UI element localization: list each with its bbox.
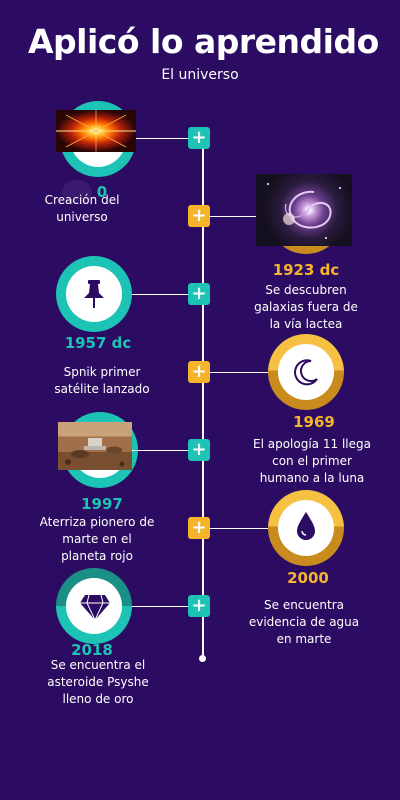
event-6-year: 2018 bbox=[71, 641, 113, 659]
event-1-year: 1923 dc bbox=[272, 261, 340, 279]
event-4-expand-button[interactable]: + bbox=[188, 439, 210, 461]
event-3-ring bbox=[268, 334, 344, 410]
page-subtitle: El universo bbox=[161, 67, 239, 83]
event-2-connector bbox=[132, 294, 188, 295]
event-3-year: 1969 bbox=[293, 413, 335, 431]
event-4-description: Aterriza pionero de marte en el planeta … bbox=[39, 515, 155, 563]
spiral-galaxy-photo bbox=[256, 174, 352, 246]
event-3-expand-button[interactable]: + bbox=[188, 361, 210, 383]
event-0-expand-button[interactable]: + bbox=[188, 127, 210, 149]
event-3-description: El apología 11 llega con el primer human… bbox=[253, 437, 371, 485]
mars-rover-photo bbox=[58, 422, 132, 470]
event-3-connector bbox=[210, 372, 268, 373]
event-0-shadow bbox=[62, 180, 92, 204]
event-2-expand-button[interactable]: + bbox=[188, 283, 210, 305]
moon-icon bbox=[291, 357, 321, 391]
event-6-description: Se encuentra el asteroide Psyshe lleno d… bbox=[47, 658, 149, 706]
event-2-year: 1957 dc bbox=[64, 334, 132, 352]
pushpin-icon bbox=[80, 279, 108, 313]
timeline-line bbox=[202, 138, 204, 660]
event-1-description: Se descubren galaxias fuera de la vía la… bbox=[254, 283, 358, 331]
event-1-expand-button[interactable]: + bbox=[188, 205, 210, 227]
event-6-connector bbox=[132, 606, 188, 607]
big-bang-photo bbox=[56, 110, 136, 152]
event-1-connector bbox=[210, 216, 256, 217]
timeline-end-dot bbox=[199, 655, 206, 662]
event-4-year: 1997 bbox=[81, 495, 123, 513]
event-5-connector bbox=[210, 528, 268, 529]
event-5-description: Se encuentra evidencia de agua en marte bbox=[248, 598, 360, 646]
event-5-expand-button[interactable]: + bbox=[188, 517, 210, 539]
event-5-year: 2000 bbox=[287, 569, 329, 587]
event-2-description: Spnik primer satélite lanzado bbox=[54, 365, 150, 396]
water-drop-icon bbox=[295, 511, 317, 545]
event-4-connector bbox=[132, 450, 188, 451]
event-0-description: Creación del universo bbox=[44, 193, 120, 224]
event-0-year: 0 bbox=[96, 183, 108, 201]
event-0-connector bbox=[136, 138, 188, 139]
event-6-expand-button[interactable]: + bbox=[188, 595, 210, 617]
page-title: Aplicó lo aprendido bbox=[28, 22, 379, 61]
diamond-icon bbox=[79, 593, 111, 625]
